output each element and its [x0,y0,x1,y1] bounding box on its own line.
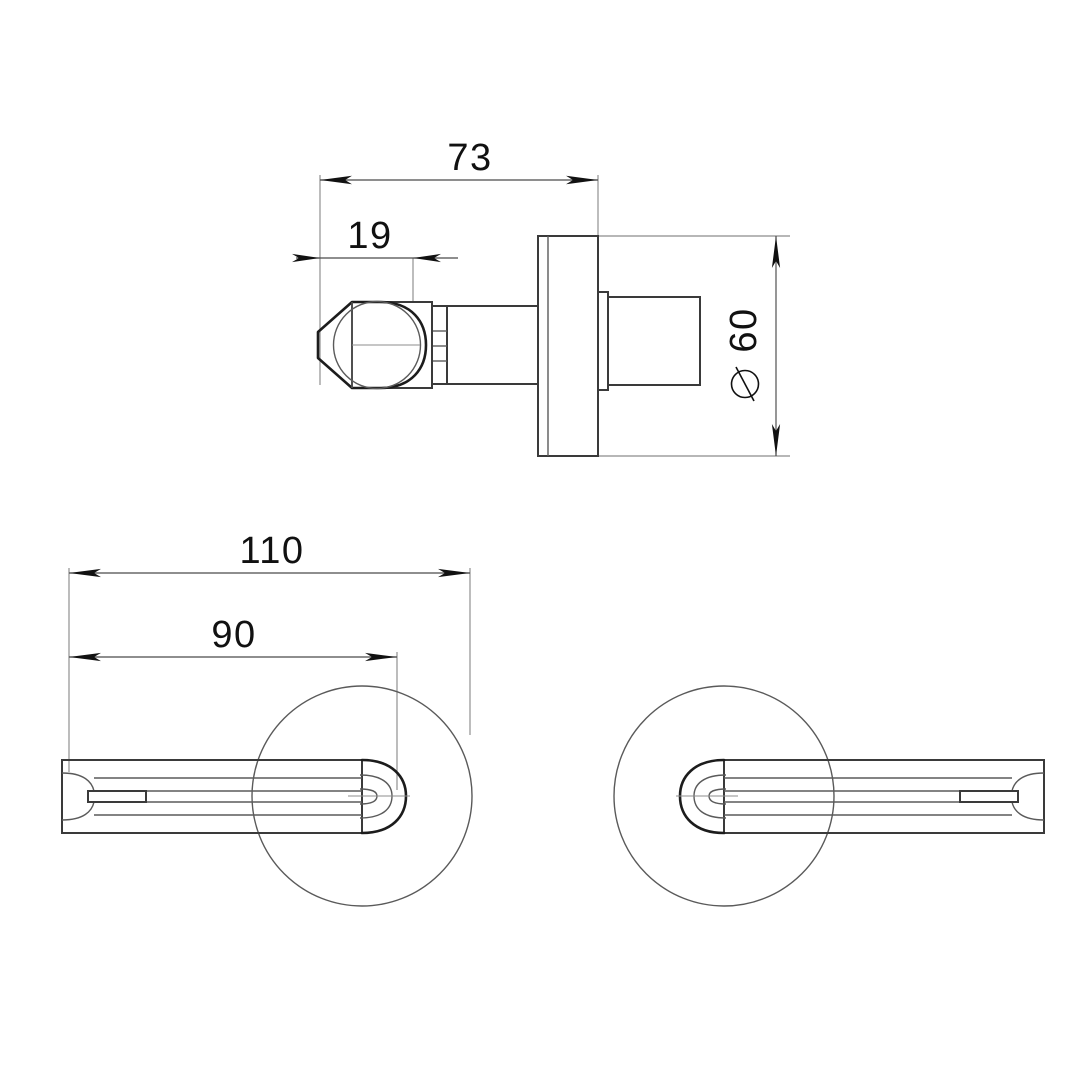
lever-end-slot-mirrored [959,790,1019,803]
arrowhead-left-73 [320,175,352,185]
rose-plate-side [537,235,599,457]
dimension-110: 110 [69,530,470,578]
rose-circle-right-view [613,685,835,907]
view-left-plan: 110 90 [61,530,473,907]
lever-chamfer-bottom-mirrored [724,801,1045,821]
dimension-label-110: 110 [239,530,304,572]
dimension-90: 90 [69,614,397,662]
lever-end-slot [87,790,147,803]
arrowhead-left-19 [292,253,320,263]
dimension-19: 19 [292,215,458,263]
extension-lines-left-plan [68,568,471,790]
rose-plate-body [537,235,599,457]
spindle-box-body [605,296,701,386]
view-right-plan [613,685,1045,907]
arrowhead-top-60 [771,236,781,268]
dimension-label-90: 90 [211,614,256,656]
arrowhead-right-90 [365,652,397,662]
lever-knuckle-grooves [431,305,448,385]
view-side-elevation: 73 19 60 [292,137,790,457]
dimension-label-group-60: 60 [723,307,765,402]
dimension-label-60: 60 [723,307,765,352]
spindle-collar [597,291,609,391]
lever-plan-right [676,758,1045,835]
arrowhead-bottom-60 [771,424,781,456]
diameter-symbol-60 [730,366,760,402]
arrowhead-right-110 [438,568,470,578]
lever-chamfer-bottom [61,801,362,821]
knuckle-block [431,305,448,385]
spindle-box-side [597,291,701,391]
lever-neck-side [445,305,539,385]
arrowhead-right-19 [413,253,441,263]
arrowhead-left-110 [69,568,101,578]
dimension-diameter-60: 60 [723,236,781,456]
lever-neck-body [445,305,539,385]
arrowhead-right-73 [566,175,598,185]
lever-chamfer-top-mirrored [724,772,1045,792]
lever-tip-circle-overlay [332,300,422,390]
arrowhead-left-90 [69,652,101,662]
lever-plan-left [61,758,410,835]
rose-circle-left-view [251,685,473,907]
dimension-label-19: 19 [347,215,392,257]
lever-chamfer-top [61,772,362,792]
dimension-73: 73 [320,137,598,185]
dimension-label-73: 73 [447,137,492,179]
lever-tip-outline [316,300,428,390]
